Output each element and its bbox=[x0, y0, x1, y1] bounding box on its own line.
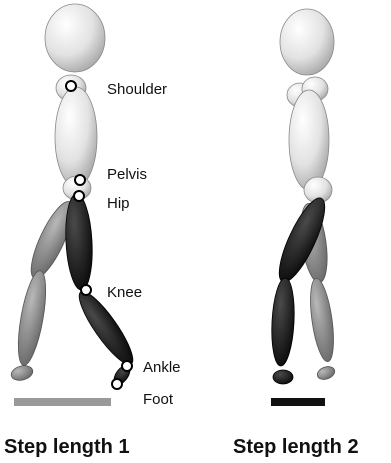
ankle-label: Ankle bbox=[143, 359, 181, 376]
step-length-bar-1 bbox=[14, 398, 111, 406]
head bbox=[45, 4, 105, 72]
hip-marker bbox=[74, 191, 84, 201]
torso bbox=[55, 87, 97, 187]
back-foot bbox=[10, 363, 35, 382]
foot-marker bbox=[112, 379, 122, 389]
foot-label: Foot bbox=[143, 391, 174, 408]
step-length-2-caption: Step length 2 bbox=[233, 436, 359, 458]
hip-label: Hip bbox=[107, 195, 130, 212]
figure-step-length-2 bbox=[270, 9, 338, 406]
shoulder-marker bbox=[66, 81, 76, 91]
ankle-marker bbox=[122, 361, 132, 371]
knee-marker bbox=[81, 285, 91, 295]
front-foot-2 bbox=[273, 370, 293, 384]
front-shank-2 bbox=[270, 277, 297, 366]
step-length-bar-2 bbox=[271, 398, 325, 406]
pelvis-label: Pelvis bbox=[107, 166, 147, 183]
knee-label: Knee bbox=[107, 284, 142, 301]
step-length-1-caption: Step length 1 bbox=[4, 436, 130, 458]
back-shank bbox=[13, 269, 51, 367]
front-thigh bbox=[64, 193, 95, 290]
pelvis-marker bbox=[75, 175, 85, 185]
back-foot-2 bbox=[315, 364, 336, 381]
back-shank-2 bbox=[306, 277, 337, 363]
head-2 bbox=[280, 9, 334, 75]
shoulder-label: Shoulder bbox=[107, 81, 167, 98]
torso-2 bbox=[289, 90, 329, 190]
